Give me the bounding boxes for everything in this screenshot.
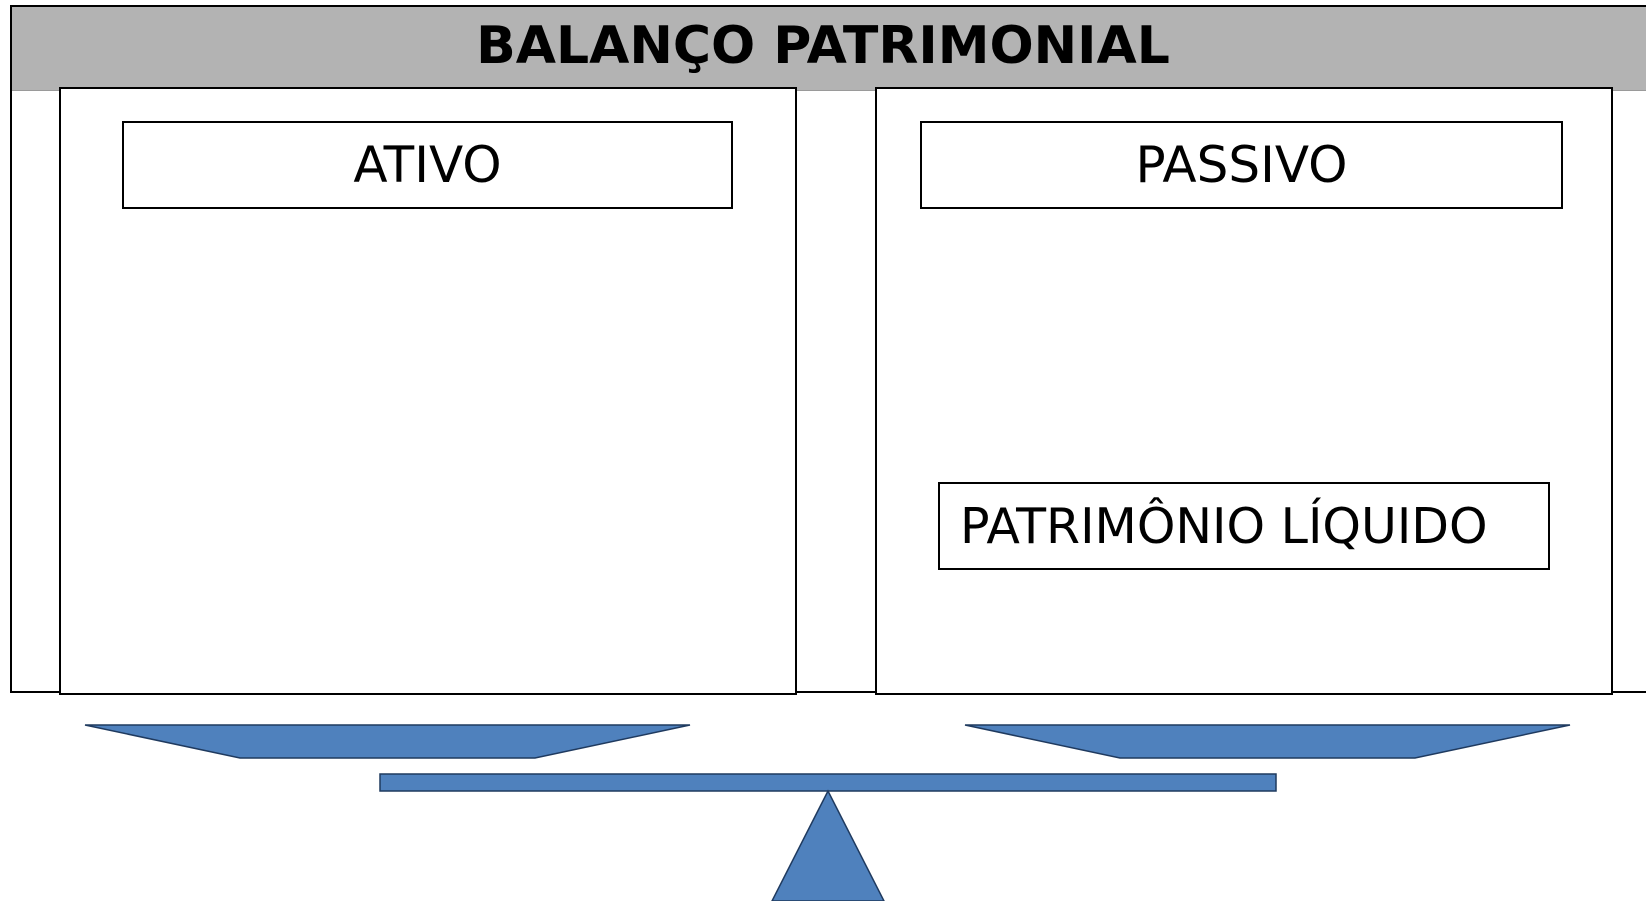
left-scale-pan (84, 724, 691, 759)
header-band (12, 7, 1646, 91)
right-scale-pan (964, 724, 1571, 759)
page-title: BALANÇO PATRIMONIAL (476, 16, 1170, 76)
ativo-label: ATIVO (122, 121, 733, 209)
scale-fulcrum (771, 789, 885, 901)
scale-beam (379, 773, 1277, 792)
passivo-label: PASSIVO (920, 121, 1563, 209)
patrimonio-liquido-label: PATRIMÔNIO LÍQUIDO (938, 482, 1550, 570)
